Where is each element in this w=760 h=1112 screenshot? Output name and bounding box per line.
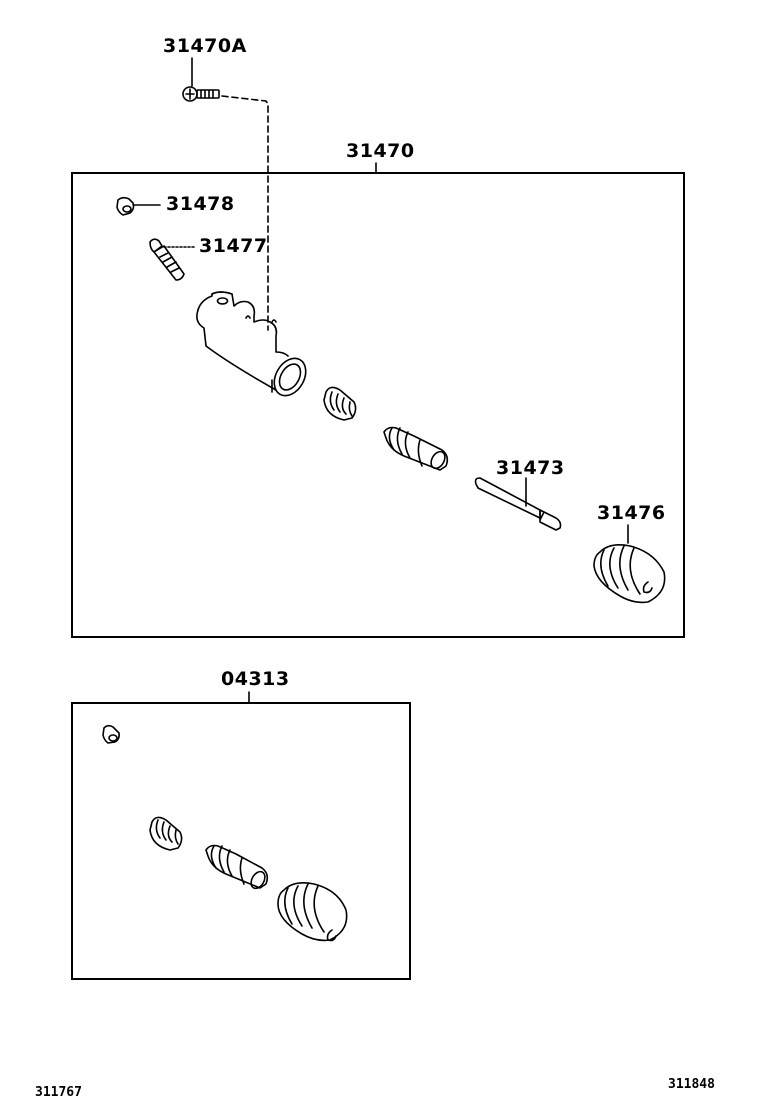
kit-04313-box (71, 702, 411, 980)
assembly-31470-box (71, 172, 685, 638)
piston-icon (383, 426, 449, 471)
bleeder-plug-31477-icon (149, 238, 197, 281)
label-31470a: 31470A (163, 35, 247, 57)
kit-bleeder-cap-icon (102, 724, 120, 744)
push-rod-31473-icon (474, 477, 562, 531)
bolt-31470a-icon (182, 57, 269, 331)
cylinder-body-icon (196, 291, 307, 397)
label-04313: 04313 (221, 668, 290, 690)
label-31477: 31477 (199, 235, 268, 257)
label-31476: 31476 (597, 502, 666, 524)
piston-cup-icon (323, 386, 357, 421)
kit-boot-icon (277, 882, 348, 942)
label-31470: 31470 (346, 140, 415, 162)
footer-code-left: 311767 (35, 1085, 82, 1100)
boot-31476-icon (593, 524, 666, 604)
kit-piston-cup-icon (149, 816, 183, 851)
label-31478: 31478 (166, 193, 235, 215)
bleeder-cap-31478-icon (116, 196, 161, 216)
label-31473: 31473 (496, 457, 565, 479)
kit-piston-icon (205, 844, 269, 890)
footer-code-right: 311848 (668, 1077, 715, 1092)
